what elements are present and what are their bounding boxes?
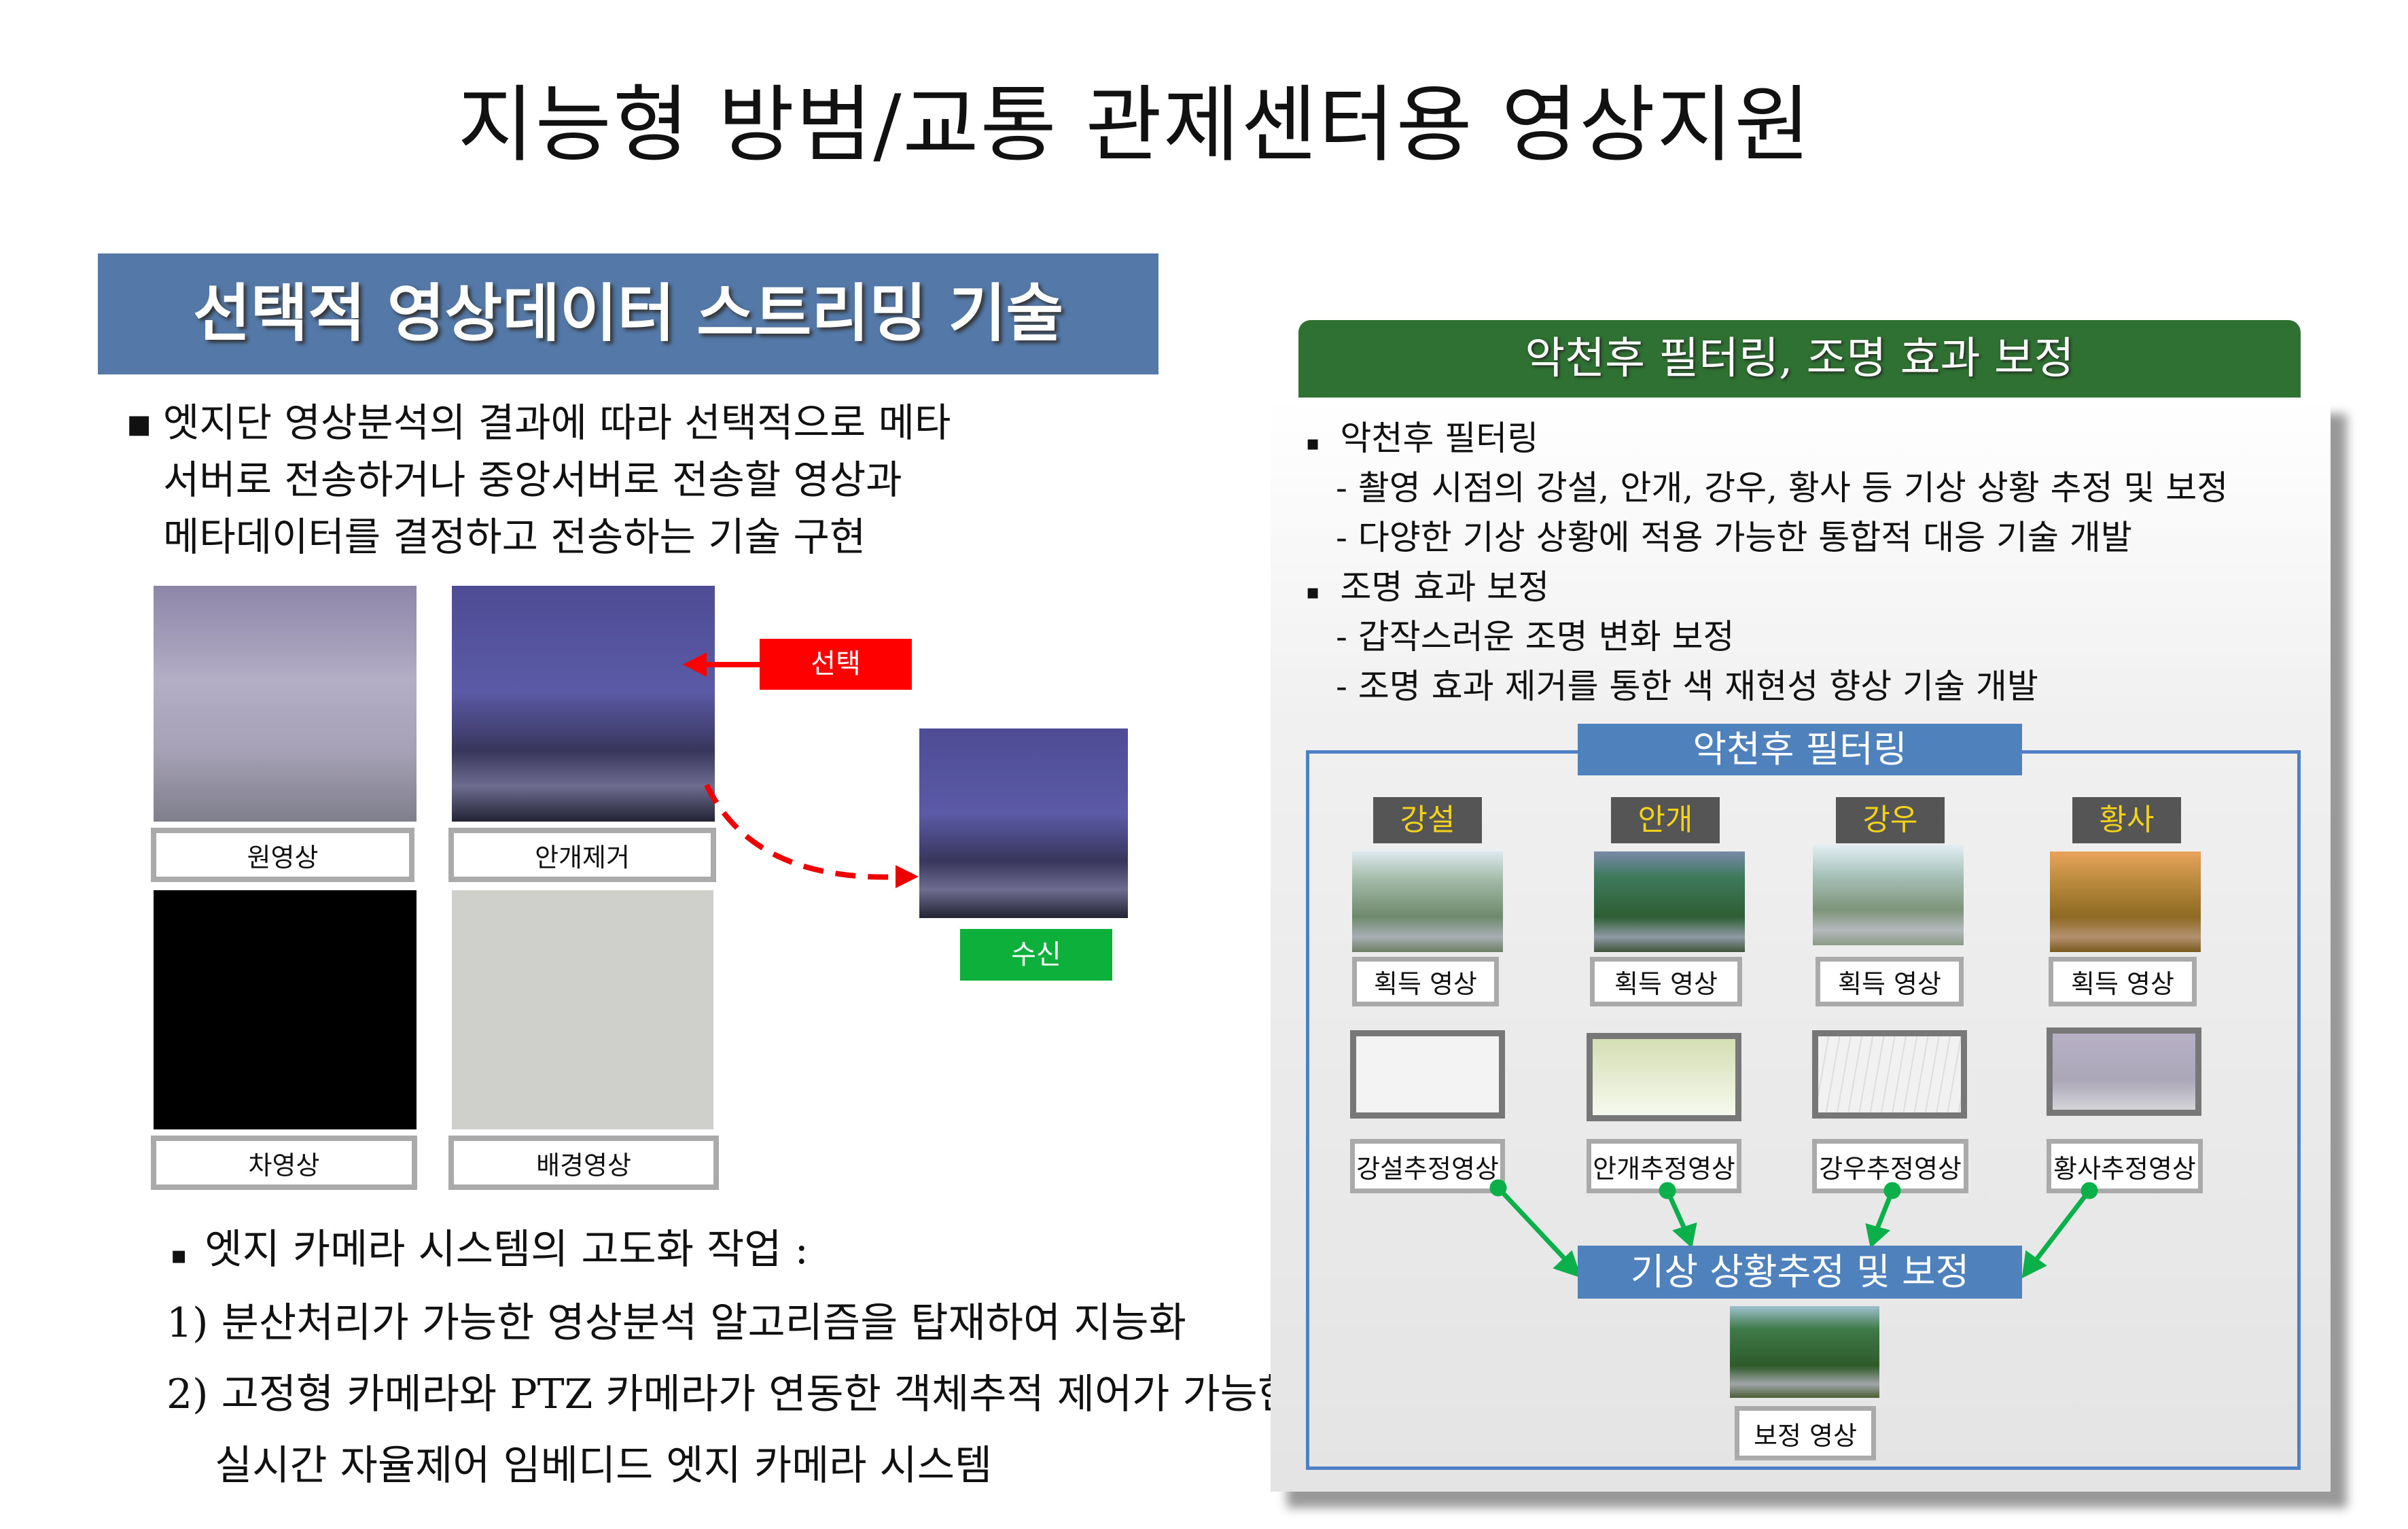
left-section-header: 선택적 영상데이터 스트리밍 기술 — [98, 253, 1158, 374]
right-sub-item: - 갑작스러운 조명 변화 보정 — [1336, 617, 1735, 656]
corrected-image — [1730, 1306, 1879, 1398]
arrow-icon — [1865, 1182, 1901, 1248]
left-bullet-text: ▪엣지단 영상분석의 결과에 따라 선택적으로 메타 서버로 전송하거나 중앙서… — [126, 394, 951, 565]
receive-label: 수신 — [960, 929, 1112, 981]
bullet-text: 악천후 필터링 — [1340, 419, 1539, 458]
snow-estimate-image — [1350, 1030, 1505, 1119]
arrow-icon — [1659, 1182, 1697, 1248]
snow-acquired-label: 획득 영상 — [1352, 957, 1499, 1006]
bullet-icon: ▪ — [1306, 432, 1320, 455]
right-sub-item: - 조명 효과 제거를 통한 색 재현성 향상 기술 개발 — [1336, 667, 2038, 706]
bullet-line: 메타데이터를 결정하고 전송하는 기술 구현 — [163, 514, 866, 560]
original-image-label: 원영상 — [151, 828, 414, 882]
arrow-icon — [2021, 1182, 2098, 1279]
difference-image-label: 차영상 — [151, 1136, 417, 1190]
bottom-heading-text: 엣지 카메라 시스템의 고도화 작업 : — [205, 1226, 809, 1273]
page-title: 지능형 방범/교통 관제센터용 영상지원 — [457, 77, 1812, 173]
rain-estimate-label: 강우추정영상 — [1812, 1139, 1968, 1193]
weather-label-snow: 강설 — [1373, 797, 1482, 843]
rain-acquired-image — [1813, 845, 1964, 945]
fog-acquired-image — [1594, 851, 1745, 952]
combine-label: 기상 상황추정 및 보정 — [1578, 1246, 2022, 1299]
select-label: 선택 — [760, 639, 912, 690]
snow-acquired-image — [1352, 851, 1503, 952]
right-sub-item: - 촬영 시점의 강설, 안개, 강우, 황사 등 기상 상황 추정 및 보정 — [1336, 468, 2229, 508]
received-image — [919, 728, 1128, 918]
bottom-line: 1) 분산처리가 가능한 영상분석 알고리즘을 탑재하여 지능화 — [166, 1299, 1186, 1347]
rain-estimate-image — [1812, 1030, 1967, 1119]
bullet-text: 조명 효과 보정 — [1340, 567, 1550, 607]
corrected-image-label: 보정 영상 — [1735, 1406, 1876, 1460]
bullet-icon: ▪ — [1306, 580, 1320, 604]
right-bullet: ▪ 악천후 필터링 — [1306, 411, 1538, 460]
fog-estimate-image — [1587, 1033, 1741, 1121]
arrow-icon — [1489, 1179, 1582, 1278]
select-arrow-icon — [683, 652, 760, 677]
dust-acquired-image — [2050, 851, 2201, 952]
background-image-label: 배경영상 — [448, 1136, 719, 1190]
right-section-header: 악천후 필터링, 조명 효과 보정 — [1298, 320, 2301, 398]
bullet-line: 엣지단 영상분석의 결과에 따라 선택적으로 메타 — [163, 400, 951, 446]
right-sub-item: - 다양한 기상 상황에 적용 가능한 통합적 대응 기술 개발 — [1336, 518, 2132, 557]
dashed-arrow-icon — [704, 784, 919, 888]
background-image — [452, 890, 713, 1129]
right-bullet: ▪ 조명 효과 보정 — [1306, 560, 1549, 609]
dust-estimate-label: 황사추정영상 — [2047, 1139, 2203, 1193]
dehazed-image — [452, 586, 715, 822]
dehazed-image-label: 안개제거 — [448, 828, 716, 882]
difference-image — [154, 890, 417, 1129]
dust-estimate-image — [2047, 1027, 2201, 1116]
bottom-line: 2) 고정형 카메라와 PTZ 카메라가 연동한 객체추적 제어가 가능한 — [166, 1371, 1296, 1418]
weather-label-fog: 안개 — [1611, 797, 1720, 843]
weather-label-dust: 황사 — [2072, 797, 2181, 843]
bottom-line: 실시간 자율제어 임베디드 엣지 카메라 시스템 — [215, 1442, 993, 1490]
fog-acquired-label: 획득 영상 — [1590, 957, 1742, 1006]
diagram-title: 악천후 필터링 — [1578, 724, 2022, 775]
dust-acquired-label: 획득 영상 — [2049, 957, 2197, 1006]
original-image — [154, 586, 417, 822]
weather-label-rain: 강우 — [1836, 797, 1945, 843]
bottom-heading: ▪ 엣지 카메라 시스템의 고도화 작업 : — [171, 1216, 809, 1276]
rain-acquired-label: 획득 영상 — [1816, 957, 1964, 1006]
snow-estimate-label: 강설추정영상 — [1350, 1139, 1505, 1193]
bullet-icon: ▪ — [171, 1242, 188, 1269]
bullet-icon: ▪ — [126, 400, 153, 446]
bullet-line: 서버로 전송하거나 중앙서버로 전송할 영상과 — [163, 457, 902, 503]
